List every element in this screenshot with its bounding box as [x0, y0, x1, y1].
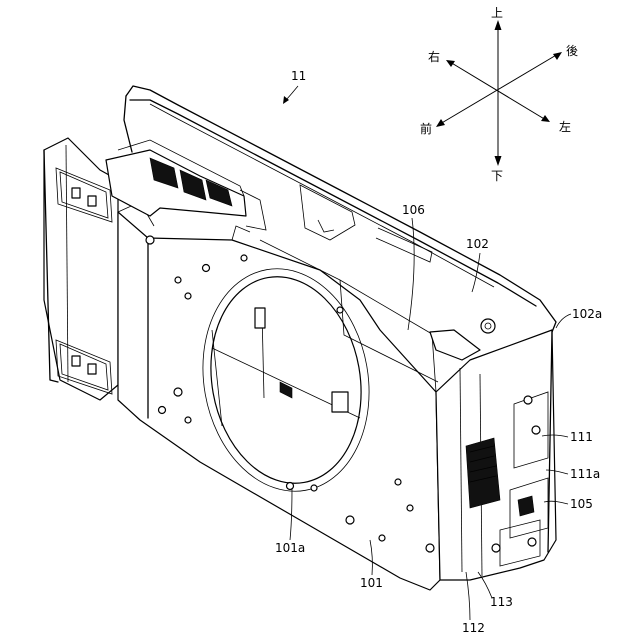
ref-label-101a: 101a	[275, 541, 305, 555]
ref-label-111: 111	[570, 430, 593, 444]
ref-label-102a: 102a	[572, 307, 602, 321]
direction-up-label: 上	[491, 6, 503, 20]
ref-label-101: 101	[360, 576, 383, 590]
direction-indicator: 上 下 右 左 前 後	[420, 6, 578, 183]
figure-main-label: 11	[283, 69, 306, 104]
direction-front-label: 前	[420, 121, 432, 136]
direction-down-label: 下	[491, 169, 503, 183]
direction-left-label: 左	[559, 119, 571, 134]
camera-chassis	[44, 86, 556, 590]
ref-label-111a: 111a	[570, 467, 600, 481]
direction-rear-label: 後	[566, 44, 578, 58]
ref-label-105: 105	[570, 497, 593, 511]
ref-label-106: 106	[402, 203, 425, 217]
ref-label-112: 112	[462, 621, 485, 635]
svg-text:11: 11	[291, 69, 306, 83]
direction-right-label: 右	[428, 49, 440, 64]
ref-label-102: 102	[466, 237, 489, 251]
ref-label-113: 113	[490, 595, 513, 609]
